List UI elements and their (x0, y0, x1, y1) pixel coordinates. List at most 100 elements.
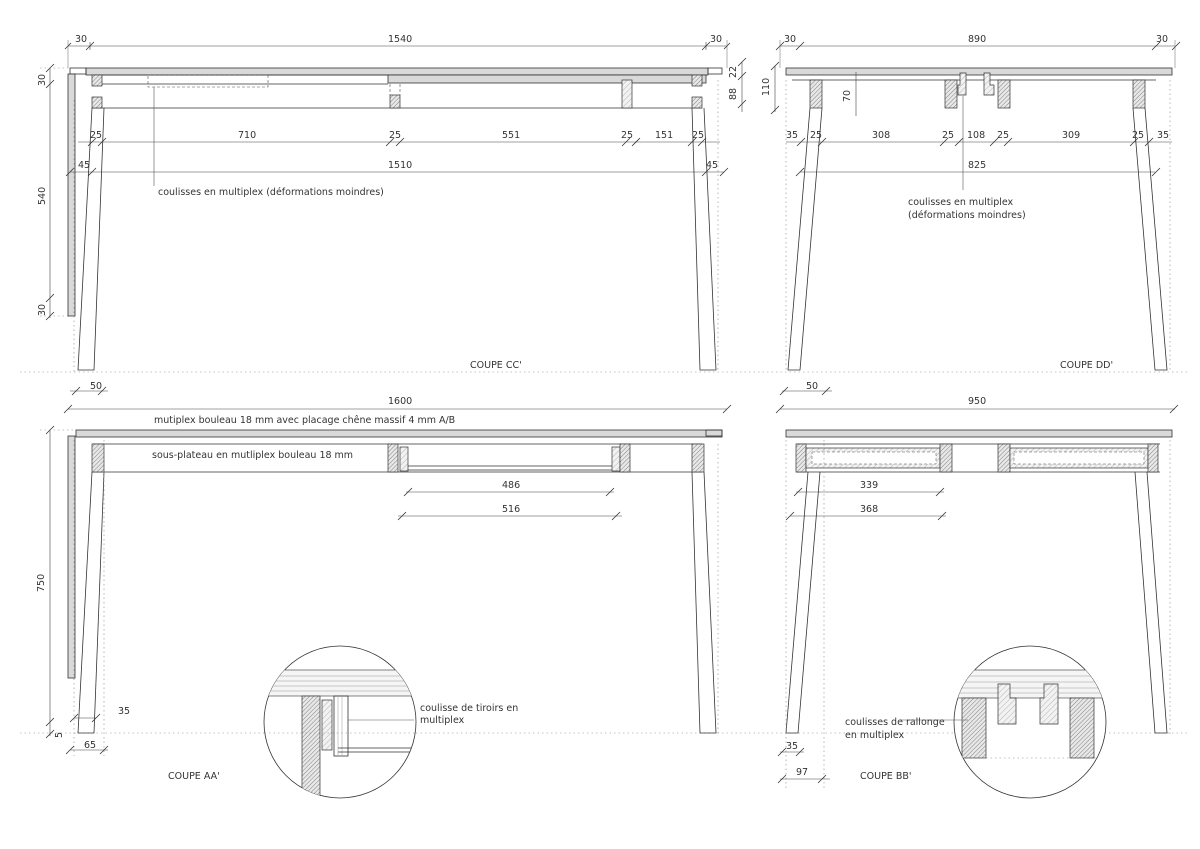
cc-tabletop (85, 67, 709, 76)
aa-dim-50: 50 (70, 381, 108, 396)
cc-left-dimensions: 30 540 30 (37, 63, 68, 321)
aa-note-top: mutiplex bouleau 18 mm avec placage chên… (154, 415, 455, 426)
dd-dim-25-a: 25 (810, 130, 822, 141)
aa-detail-line2: multiplex (420, 715, 465, 726)
dd-dim-25-b: 25 (942, 130, 954, 141)
dd-note-line2: (déformations moindres) (908, 210, 1026, 221)
cc-dim-551: 551 (502, 130, 520, 141)
section-bb: 50 950 339 368 (775, 381, 1179, 799)
cc-dim-1510: 1510 (388, 160, 412, 171)
aa-top-end-right (705, 429, 723, 437)
dd-dim-25-c: 25 (997, 130, 1009, 141)
dd-low-dimension: 825 (795, 160, 1161, 177)
bb-foot-dims: 35 97 (777, 741, 830, 784)
cc-dim-30-left: 30 (75, 34, 87, 45)
cc-dim-22: 22 (728, 66, 739, 78)
bb-legs (785, 440, 1171, 790)
cc-folded-leaf (67, 73, 76, 317)
aa-dim-35: 35 (118, 706, 130, 717)
aa-tabletop (75, 429, 723, 438)
cc-note: coulisses en multiplex (déformations moi… (158, 187, 384, 198)
dd-dim-70: 70 (842, 90, 853, 102)
bb-dim-total: 950 (775, 396, 1179, 414)
cc-dim-25-d: 25 (692, 130, 704, 141)
section-dd: 30 890 30 110 70 35 25 (761, 34, 1181, 372)
aa-title: COUPE AA' (168, 771, 220, 782)
bb-dim-950: 950 (968, 396, 986, 407)
dd-note-line1: coulisses en multiplex (908, 197, 1014, 208)
bb-dim-50-text: 50 (806, 381, 818, 392)
dd-top-dimension: 30 890 30 (775, 34, 1181, 68)
cc-dim-540: 540 (37, 187, 48, 205)
cc-dim-25-c: 25 (621, 130, 633, 141)
cc-dim-25-a: 25 (90, 130, 102, 141)
dd-dim-30-right: 30 (1156, 34, 1168, 45)
bb-detail-circle (900, 645, 1107, 799)
cc-dim-151: 151 (655, 130, 673, 141)
cc-dim-710: 710 (238, 130, 256, 141)
dd-dim-35-a: 35 (786, 130, 798, 141)
bb-tabletop (785, 429, 1173, 438)
section-cc: 30 1540 30 22 88 30 540 30 (37, 34, 747, 372)
dd-tabletop (785, 67, 1173, 76)
cc-dim-25-b: 25 (389, 130, 401, 141)
aa-drawer-dims: 486 516 (397, 480, 622, 521)
aa-dim-total: 1600 (63, 396, 732, 414)
cc-title: COUPE CC' (470, 360, 522, 371)
dd-dim-108: 108 (967, 130, 985, 141)
dd-dim-890: 890 (968, 34, 986, 45)
aa-dim-516: 516 (502, 504, 520, 515)
dd-dim-25-d: 25 (1132, 130, 1144, 141)
bb-dim-35: 35 (786, 741, 798, 752)
aa-foot-dims: 35 65 (65, 706, 130, 755)
bb-dim-368: 368 (860, 504, 878, 515)
cc-mid-dimensions: 25 710 25 551 25 151 25 (78, 130, 720, 147)
aa-detail-line1: coulisse de tiroirs en (420, 703, 518, 714)
bb-title: COUPE BB' (860, 771, 911, 782)
section-aa: 50 1600 mutiplex bouleau 18 mm avec plac… (36, 381, 732, 799)
cc-dim-30-a: 30 (37, 74, 48, 86)
cc-low-dimension: 45 1510 45 (65, 160, 729, 177)
aa-folded-leaf (67, 435, 76, 679)
cc-dim-1540: 1540 (388, 34, 412, 45)
cc-rail-blocks (91, 74, 703, 109)
aa-dim-65: 65 (84, 740, 96, 751)
cc-dim-30-b: 30 (37, 304, 48, 316)
aa-legs (73, 440, 719, 756)
dd-legs (785, 80, 1171, 372)
aa-left-dimension: 750 5 (36, 425, 76, 739)
bb-dim-50: 50 (779, 381, 832, 396)
aa-detail-circle (263, 645, 417, 799)
dd-blocks (809, 72, 1146, 109)
bb-dim-97: 97 (796, 767, 808, 778)
cc-dim-45-right: 45 (706, 160, 718, 171)
aa-dim-50-text: 50 (90, 381, 102, 392)
dd-dim-30-left: 30 (784, 34, 796, 45)
aa-dim-5: 5 (54, 732, 65, 738)
aa-dim-1600: 1600 (388, 396, 412, 407)
cc-dim-88: 88 (728, 88, 739, 100)
dd-dim-825: 825 (968, 160, 986, 171)
dd-dim-309: 309 (1062, 130, 1080, 141)
bb-detail-line1: coulisses de rallonge (845, 717, 945, 728)
cc-dim-30-right: 30 (710, 34, 722, 45)
dd-dim-35-b: 35 (1157, 130, 1169, 141)
bb-detail-line2: en multiplex (845, 730, 905, 741)
bb-drawer-dims: 339 368 (785, 480, 947, 521)
cc-top-dimension: 30 1540 30 (64, 34, 731, 68)
dd-title: COUPE DD' (1060, 360, 1113, 371)
bb-blocks (795, 443, 1159, 473)
dd-mid-dimensions: 35 25 308 25 108 25 309 25 35 (786, 130, 1172, 147)
aa-dim-750: 750 (36, 574, 47, 592)
bb-dim-339: 339 (860, 480, 878, 491)
cc-top-end-left (69, 67, 87, 75)
aa-dim-486: 486 (502, 480, 520, 491)
aa-blocks (91, 443, 705, 473)
cc-dim-45-left: 45 (78, 160, 90, 171)
cc-right-dimensions: 22 88 (728, 57, 747, 112)
aa-note-sub: sous-plateau en mutliplex bouleau 18 mm (152, 450, 353, 461)
cc-legs (73, 80, 719, 372)
dd-dim-308: 308 (872, 130, 890, 141)
cc-top-end-right (707, 67, 723, 75)
